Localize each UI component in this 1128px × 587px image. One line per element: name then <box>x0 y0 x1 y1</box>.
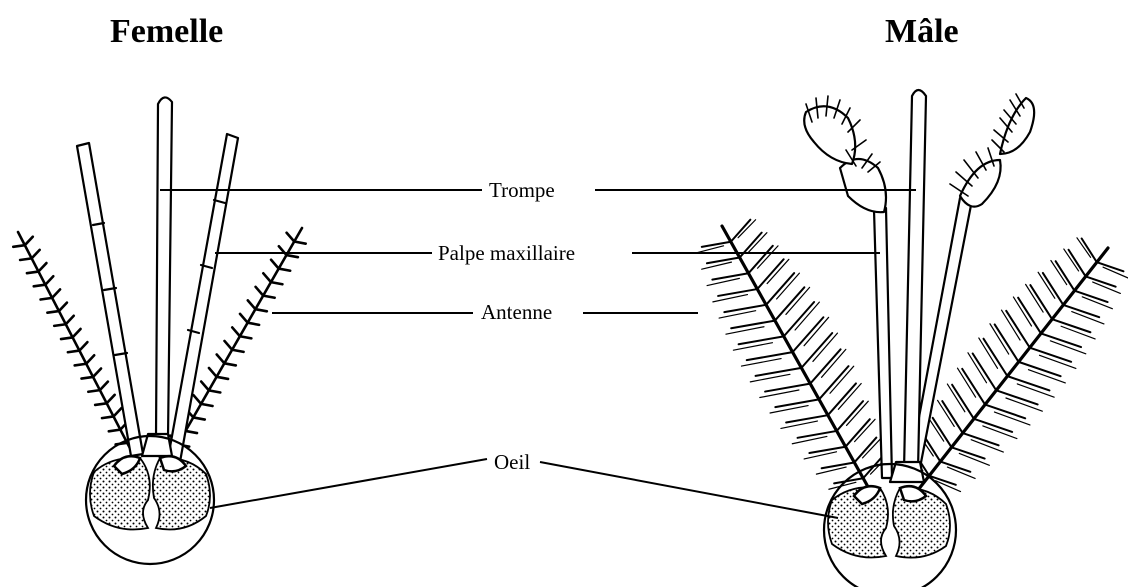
title-female: Femelle <box>110 13 223 50</box>
male-antenna-left <box>697 220 888 494</box>
leader-oeil-right <box>540 462 838 518</box>
female-proboscis <box>142 97 172 456</box>
label-oeil: Oeil <box>494 450 530 474</box>
title-male: Mâle <box>885 13 959 50</box>
male-head <box>697 90 1128 587</box>
male-antenna-right <box>909 238 1128 492</box>
label-antenne: Antenne <box>481 300 552 324</box>
female-head <box>13 97 305 564</box>
female-palp-right <box>168 134 238 462</box>
label-trompe: Trompe <box>489 178 555 202</box>
leader-oeil-left <box>210 459 487 508</box>
label-palpe-maxillaire: Palpe maxillaire <box>438 241 575 265</box>
leader-lines <box>160 190 916 518</box>
